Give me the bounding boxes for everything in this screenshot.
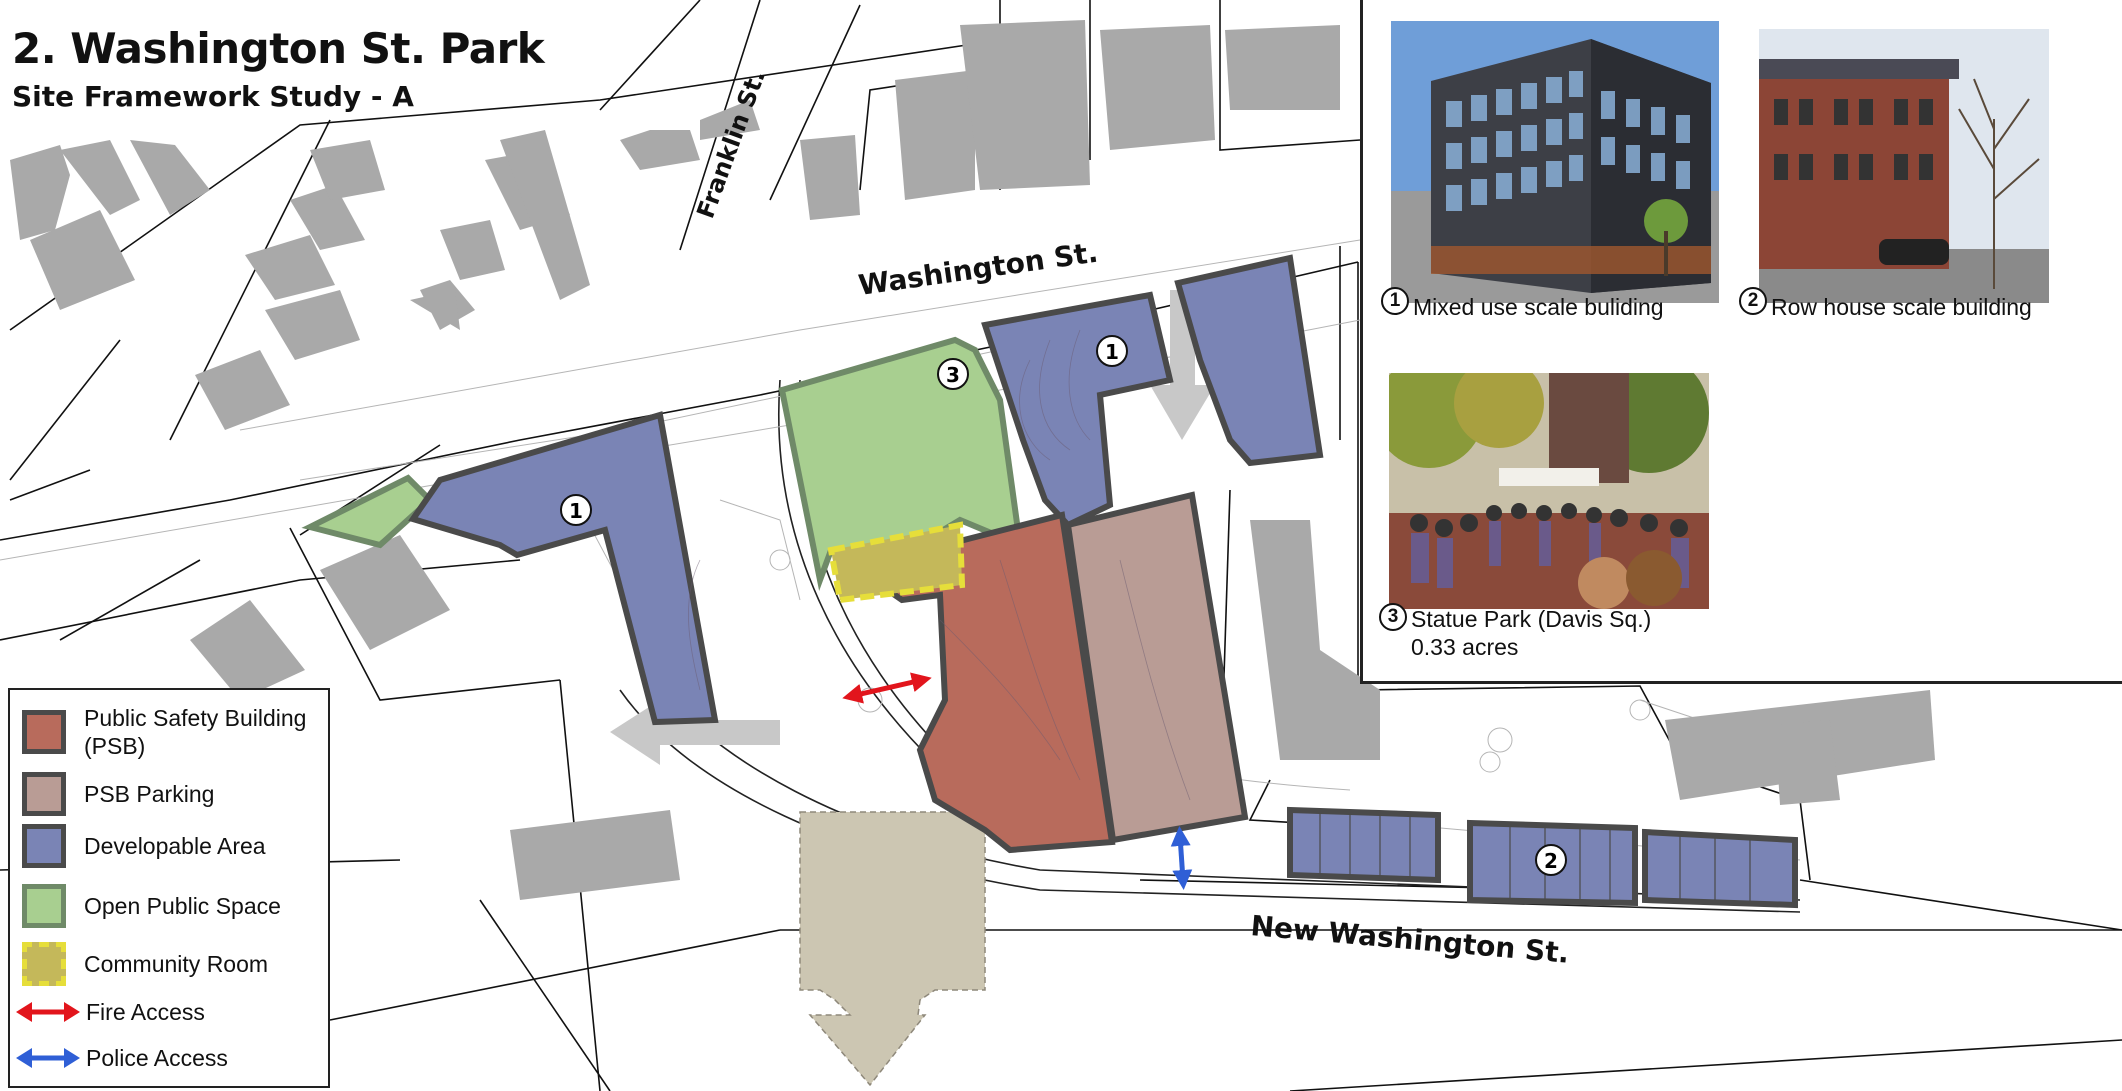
street-label-new-washington: New Washington St. (1249, 909, 1570, 970)
map-marker-label: 3 (946, 363, 960, 387)
map-marker: 1 (560, 494, 592, 526)
legend-item-police-access: Police Access (16, 1044, 228, 1072)
legend-label: Community Room (84, 951, 269, 977)
legend-label: Developable Area (84, 833, 266, 859)
double-arrow-icon (16, 1048, 80, 1068)
row-house-photo (1759, 29, 2049, 303)
precedent-caption-text: Mixed use scale buliding (1413, 294, 1664, 320)
precedent-number: 1 (1381, 287, 1409, 315)
map-marker: 2 (1535, 844, 1567, 876)
precedent-caption-2: 2 Row house scale building (1739, 287, 2032, 321)
open-public-space-swatch (22, 884, 66, 928)
fire-access-arrow (842, 672, 932, 704)
precedent-images-panel: 1 Mixed use scale buliding 2 Row house s… (1360, 0, 2122, 684)
legend-label: Public Safety Building (84, 705, 307, 731)
legend-item-psb-parking: PSB Parking (22, 772, 214, 816)
row-house-dividers (1319, 812, 1751, 904)
existing-buildings (10, 20, 1935, 900)
legend-label: (PSB) (84, 733, 146, 759)
developable-area-swatch (22, 824, 66, 868)
legend-label: Open Public Space (84, 893, 281, 919)
legend-item-open-public-space: Open Public Space (22, 884, 281, 928)
psb-parking (1064, 491, 1249, 844)
tan-arrow-south (799, 811, 986, 1087)
police-access-arrow (1170, 826, 1193, 890)
map-marker-label: 2 (1544, 849, 1558, 873)
map-marker: 1 (1096, 335, 1128, 367)
psb-swatch (22, 710, 66, 754)
plaza-performance-photo (1389, 373, 1709, 609)
map-marker-label: 1 (569, 499, 583, 523)
page-subtitle: Site Framework Study - A (12, 80, 414, 113)
legend-label: Fire Access (86, 999, 205, 1025)
precedent-number: 3 (1379, 603, 1407, 631)
psb-parking-swatch (22, 772, 66, 816)
precedent-caption-3: 3 Statue Park (Davis Sq.) 0.33 acres (1379, 603, 1651, 661)
community-room-swatch (22, 942, 66, 986)
legend-item-developable-area: Developable Area (22, 824, 266, 868)
precedent-caption-text: Row house scale building (1771, 294, 2032, 320)
program-blocks (301, 254, 1798, 909)
developable-area-west (408, 411, 719, 726)
legend-item-fire-access: Fire Access (16, 998, 205, 1026)
developable-area-east (1174, 254, 1324, 467)
map-legend: Public Safety Building (PSB) PSB Parking… (8, 688, 330, 1088)
mixed-use-building-photo (1391, 21, 1719, 303)
precedent-caption-area: 0.33 acres (1411, 634, 1519, 660)
page-title: 2. Washington St. Park (12, 24, 545, 73)
precedent-number: 2 (1739, 287, 1767, 315)
topo-lines (688, 329, 1191, 801)
precedent-caption-text: Statue Park (Davis Sq.) (1411, 606, 1652, 632)
legend-item-community-room: Community Room (22, 942, 268, 986)
legend-label: PSB Parking (84, 781, 215, 807)
gray-arrow-north (1150, 290, 1215, 440)
open-space-west (301, 474, 435, 549)
map-marker: 3 (937, 358, 969, 390)
legend-label: Police Access (86, 1045, 228, 1071)
community-room (827, 521, 966, 604)
double-arrow-icon (16, 1002, 80, 1022)
street-label-washington: Washington St. (856, 236, 1100, 302)
precedent-caption-1: 1 Mixed use scale buliding (1381, 287, 1664, 321)
map-marker-label: 1 (1105, 340, 1119, 364)
legend-item-psb: Public Safety Building (PSB) (22, 704, 306, 760)
